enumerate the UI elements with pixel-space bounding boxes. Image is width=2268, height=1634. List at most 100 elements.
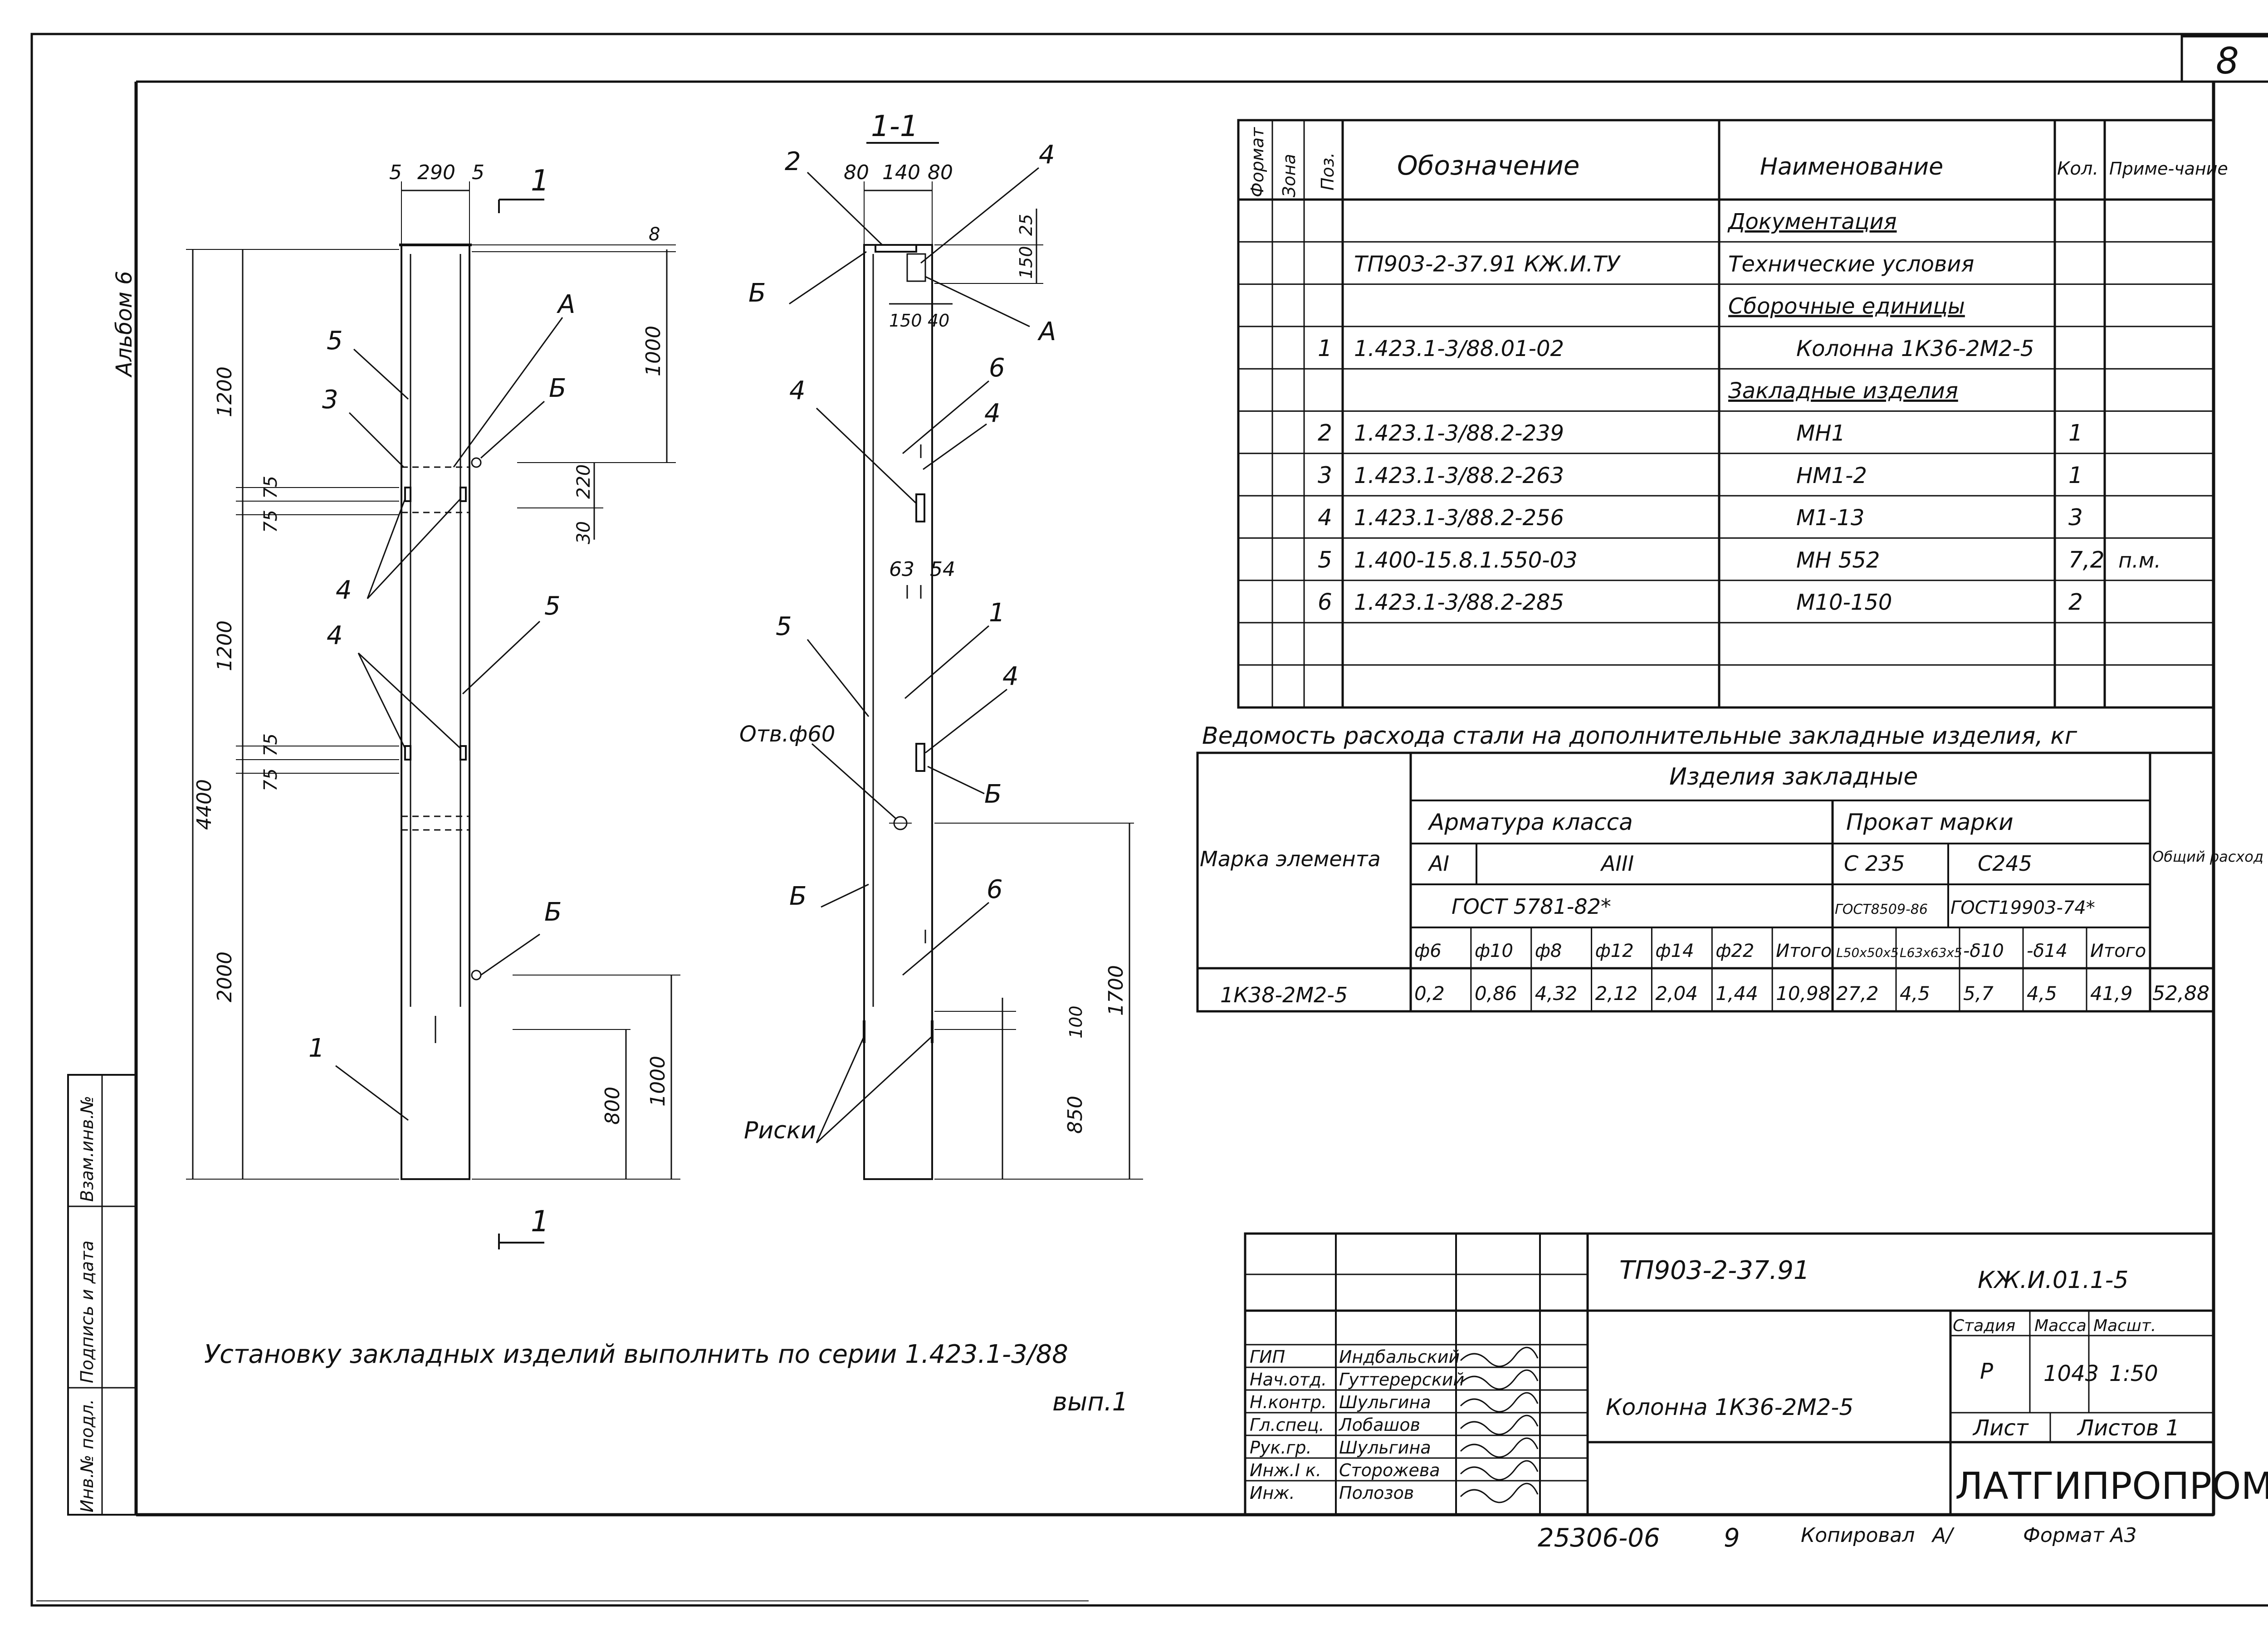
- spec-row-name: М1-13: [1796, 505, 1864, 531]
- steel-col-header: Итого: [1776, 941, 1832, 961]
- staff-signature: [1460, 1460, 1539, 1481]
- spec-header-pos: Поз.: [1318, 152, 1338, 190]
- section-mark-bottom: 1: [531, 1205, 549, 1239]
- title-stage-label: Стадия: [1953, 1317, 2015, 1335]
- title-object-name: Колонна 1К36-2М2-5: [1606, 1394, 1853, 1420]
- steel-col-header: L63х63х5: [1900, 945, 1962, 960]
- steel-col-value: 0,86: [1475, 982, 1517, 1005]
- front-view: 5 290 5 4400 1200 75 75 1200 75 75 2000 …: [186, 161, 680, 1249]
- section-dim-right-1: 100: [1066, 1005, 1086, 1039]
- spec-header-designation: Обозначение: [1397, 150, 1579, 181]
- front-label-4-top: 4: [336, 576, 352, 605]
- staff-role: Н.контр.: [1250, 1392, 1327, 1412]
- steel-col-value: 0,2: [1414, 982, 1445, 1005]
- steel-row-total: 52,88: [2152, 982, 2209, 1005]
- front-dim-left-1: 1200: [213, 366, 236, 417]
- section-label-b-low: Б: [984, 780, 1002, 809]
- staff-name: Сторожева: [1339, 1460, 1440, 1480]
- front-dim-left-5: 75: [260, 733, 281, 756]
- spec-row-designation: 1.423.1-3/88.2-285: [1354, 590, 1564, 615]
- spec-row-designation: 1.423.1-3/88.2-239: [1354, 421, 1564, 446]
- staff-role: ГИП: [1250, 1347, 1285, 1367]
- spec-row-name: Колонна 1К36-2М2-5: [1796, 336, 2034, 361]
- section-label-4-top: 4: [1039, 140, 1055, 170]
- title-stage: Р: [1980, 1359, 1993, 1384]
- steel-group-header: Изделия закладные: [1669, 763, 1918, 790]
- spec-row-name: Сборочные единицы: [1728, 294, 1965, 319]
- section-label-5: 5: [776, 612, 792, 641]
- section-label-b-mid: Б: [789, 882, 807, 911]
- title-scale-label: Масшт.: [2093, 1317, 2156, 1335]
- front-dim-right-6: 1000: [646, 1056, 670, 1107]
- section-dim-small-6: 54: [930, 558, 955, 581]
- side-stamp: Инв.№ подл. Подпись и дата Взам.инв.№: [67, 1074, 137, 1516]
- stamp-vzam-inv: Взам.инв.№: [77, 1096, 97, 1202]
- staff-role: Инж.: [1250, 1483, 1295, 1503]
- steel-col-value: 2,12: [1595, 982, 1638, 1005]
- title-project: ТП903-2-37.91: [1619, 1256, 1810, 1285]
- section-dim-small-5: 63: [889, 558, 914, 581]
- staff-signature: [1460, 1483, 1539, 1503]
- spec-row-pos: 1: [1318, 335, 1332, 361]
- steel-col-header: ф6: [1414, 941, 1442, 961]
- title-scale: 1:50: [2109, 1361, 2158, 1386]
- spec-header-zone: Зона: [1279, 154, 1299, 197]
- steel-table: Ведомость расхода стали на дополнительны…: [1196, 722, 2263, 1013]
- outer-frame: [30, 33, 2268, 1607]
- title-company: ЛАТГИПРОПРОМ: [1955, 1465, 2268, 1508]
- section-risks-label: Риски: [744, 1117, 816, 1144]
- section-hole-label: Отв.ф60: [739, 722, 835, 747]
- section-column-outline: [863, 244, 933, 1180]
- spec-row-pos: 5: [1318, 546, 1332, 573]
- staff-name: Шульгина: [1339, 1392, 1431, 1412]
- steel-col-header: -δ10: [1963, 941, 2004, 961]
- front-dim-left-6: 75: [260, 768, 281, 791]
- spec-row-name: Технические условия: [1728, 251, 1974, 277]
- title-mass-label: Масса: [2034, 1317, 2087, 1335]
- section-view: 1-1 80 140 80 25 150 150 40 63 54: [739, 110, 1143, 1180]
- spec-row-pos: 2: [1318, 420, 1332, 446]
- steel-col-value: 4,5: [1900, 982, 1930, 1005]
- steel-col-header: ф22: [1716, 941, 1754, 961]
- steel-col-value: 4,32: [1535, 982, 1578, 1005]
- section-label-6-top: 6: [989, 353, 1005, 383]
- spec-row-qty: 3: [2068, 504, 2083, 531]
- spec-table: Формат Зона Поз. Обозначение Наименовани…: [1237, 119, 2228, 709]
- section-label-1: 1: [989, 598, 1005, 628]
- title-doc-code: КЖ.И.01.1-5: [1978, 1267, 2129, 1294]
- spec-row-qty: 7,2: [2068, 546, 2105, 573]
- front-label-5-mid: 5: [544, 591, 561, 621]
- front-dim-left-3: 75: [260, 510, 281, 533]
- steel-col-value: 27,2: [1836, 982, 1879, 1005]
- steel-mark-header: Марка элемента: [1200, 847, 1381, 871]
- steel-col-value: 4,5: [2027, 982, 2057, 1005]
- front-dim-top-3: 5: [472, 161, 484, 184]
- installation-note: Установку закладных изделий выполнить по…: [204, 1340, 1068, 1369]
- steel-col-header: -δ14: [2027, 941, 2068, 961]
- front-label-5-top: 5: [327, 326, 343, 356]
- steel-total-header: Общий расход: [2152, 848, 2263, 865]
- title-sheet-label: Лист: [1972, 1415, 2029, 1441]
- spec-header-format: Формат: [1247, 127, 1267, 197]
- spec-row-pos: 6: [1318, 589, 1332, 615]
- staff-name: Полозов: [1339, 1483, 1414, 1503]
- front-dim-total: 4400: [193, 779, 216, 830]
- section-label-a: А: [1037, 317, 1056, 346]
- front-dim-right-2: 1000: [642, 326, 665, 376]
- staff-role: Нач.отд.: [1250, 1370, 1327, 1390]
- steel-col-header: L50х50х5: [1836, 945, 1899, 960]
- steel-col-header: ф8: [1535, 941, 1562, 961]
- section-dim-small-2: 150: [1016, 246, 1036, 279]
- staff-signature: [1460, 1346, 1539, 1367]
- spec-header-qty: Кол.: [2057, 158, 2098, 179]
- front-label-3: 3: [322, 385, 338, 415]
- front-dim-top-1: 5: [389, 161, 402, 184]
- section-dim-right-3: 850: [1064, 1096, 1087, 1134]
- front-label-1: 1: [308, 1034, 325, 1063]
- staff-signature: [1460, 1415, 1539, 1435]
- section-dim-small-3: 150: [889, 311, 922, 331]
- steel-col-value: 5,7: [1963, 982, 1994, 1005]
- spec-row-pos: 4: [1318, 504, 1332, 531]
- front-dim-right-4: 30: [573, 521, 594, 544]
